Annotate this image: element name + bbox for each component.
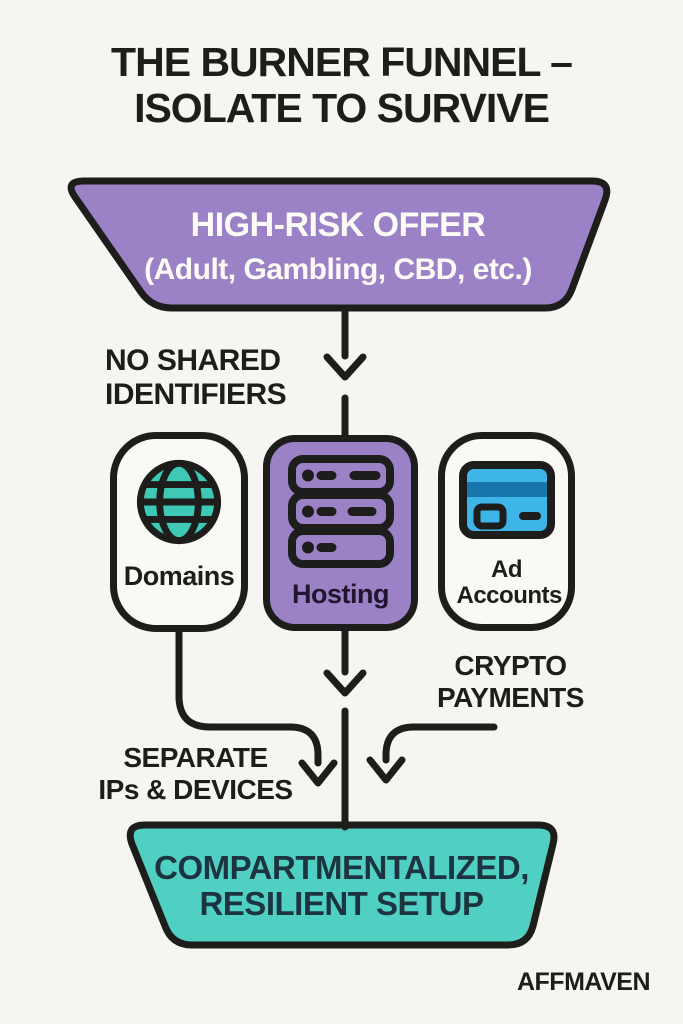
label-crypto-payments: CRYPTO PAYMENTS xyxy=(433,650,588,714)
page-title-line1: THE BURNER FUNNEL – xyxy=(111,39,573,85)
label-no-shared-line1: NO SHARED xyxy=(105,344,281,377)
node-domains-label: Domains xyxy=(123,561,235,591)
top-funnel-subtitle: (Adult, Gambling, CBD, etc.) xyxy=(144,253,532,286)
connector-crypto-curve xyxy=(366,723,498,784)
label-separate-line1: SEPARATE xyxy=(123,742,268,773)
node-hosting: Hosting xyxy=(263,435,418,631)
node-hosting-label: Hosting xyxy=(292,579,390,609)
node-domains: Domains xyxy=(110,432,248,632)
label-separate-ips-devices: SEPARATE IPs & DEVICES xyxy=(98,742,293,806)
connector-domains-curve xyxy=(175,627,338,787)
server-stack-icon xyxy=(287,455,394,568)
bottom-funnel-line1: COMPARTMENTALIZED, xyxy=(154,849,529,886)
credit-card-icon xyxy=(458,461,555,539)
label-no-shared-identifiers: NO SHARED IDENTIFIERS xyxy=(105,344,287,412)
node-ad-accounts: Ad Accounts xyxy=(438,432,575,631)
bottom-funnel-shape xyxy=(126,821,558,949)
bottom-funnel: COMPARTMENTALIZED, RESILIENT SETUP xyxy=(125,849,558,923)
label-no-shared-line2: IDENTIFIERS xyxy=(105,378,287,412)
top-funnel: HIGH-RISK OFFER (Adult, Gambling, CBD, e… xyxy=(64,206,612,287)
top-funnel-title: HIGH-RISK OFFER xyxy=(190,206,486,244)
label-separate-line2: IPs & DEVICES xyxy=(98,773,293,805)
top-funnel-shape xyxy=(67,177,611,312)
label-crypto-line1: CRYPTO xyxy=(454,650,567,681)
brand-logo: AFFMAVEN xyxy=(516,968,651,996)
node-ad-accounts-label: Ad Accounts xyxy=(456,556,563,610)
globe-icon xyxy=(136,459,222,545)
arrow-offer-down xyxy=(323,305,367,381)
bottom-funnel-line2: RESILIENT SETUP xyxy=(199,885,484,923)
page-title: THE BURNER FUNNEL – ISOLATE TO SURVIVE xyxy=(0,39,683,132)
page-title-line2: ISOLATE TO SURVIVE xyxy=(134,84,550,131)
label-crypto-line2: PAYMENTS xyxy=(437,681,584,713)
